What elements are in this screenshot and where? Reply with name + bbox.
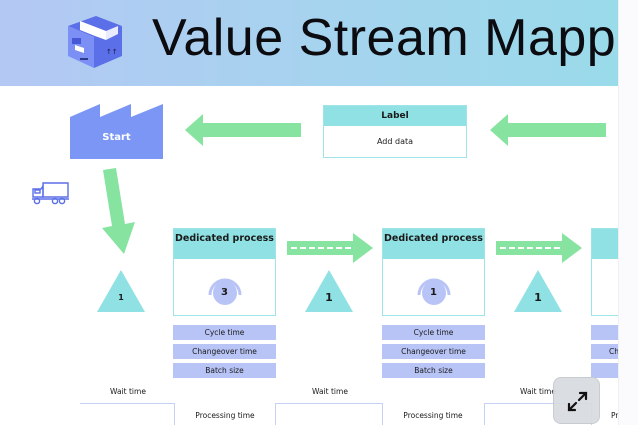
metric-changeover-time[interactable]: Changeover time [382,344,485,359]
info-flow-arrow-left [185,114,301,146]
factory-icon [70,104,163,159]
operator-indicator: 1 [416,273,452,309]
wait-time-label: Wait time [520,387,556,396]
processing-time-label: Processing time [195,411,255,420]
metric-cycle-time[interactable]: Cycle time [173,325,276,340]
label-box-body: Add data [376,137,414,146]
svg-text:↑↑: ↑↑ [106,48,118,56]
processing-time-label: Processing time [403,411,463,420]
label-box[interactable]: Label Add data [323,105,467,158]
package-box-icon: ↑↑ [68,16,122,68]
operator-indicator: 3 [207,273,243,309]
timeline-step [174,403,175,425]
wait-time-label: Wait time [110,387,146,396]
push-arrow-right [287,233,373,263]
page-title: Value Stream Mapp [152,9,617,67]
metric-cycle-time[interactable]: Cycle time [382,325,485,340]
canvas: ↑↑ Value Stream Mapp Start Label Add dat… [0,0,618,425]
truck-icon [32,182,69,205]
start-label: Start [102,132,131,143]
metric-cycle-time[interactable] [591,325,618,340]
info-flow-arrow-left [490,114,606,146]
process-title: Dedicated process [383,229,484,259]
metric-changeover-time[interactable]: Changeover time [173,344,276,359]
inventory-value: 1 [325,291,333,304]
inventory-triangle [305,270,353,312]
inventory-value: 1 [118,293,124,302]
expand-arrows-icon [567,391,588,412]
operator-count: 3 [212,281,237,305]
processing-time-label: Pr [611,411,618,420]
metric-batch-size[interactable]: Batch size [382,363,485,378]
timeline-step [484,403,485,425]
push-arrow-right [496,233,582,263]
timeline-wait-segment [80,403,175,404]
metric-batch-size[interactable] [591,363,618,378]
timeline-step [275,403,276,425]
wait-time-label: Wait time [312,387,348,396]
process-title: Dedicated process [174,229,275,259]
process-box[interactable]: Dedicated process 3 [173,228,276,316]
inventory-value: 1 [534,291,542,304]
process-box[interactable] [591,228,618,316]
label-box-title: Label [324,106,466,126]
push-arrow-down [102,168,135,254]
expand-button[interactable] [553,377,600,424]
operator-count: 1 [421,281,446,305]
inventory-triangle [514,270,562,312]
scroll-gutter [618,0,638,425]
process-title [592,229,618,259]
metric-batch-size[interactable]: Batch size [173,363,276,378]
timeline-wait-segment [484,403,592,404]
operator-arc-icon [208,278,241,296]
operator-arc-icon [417,278,450,296]
metric-changeover-time[interactable]: Ch [591,344,618,359]
process-box[interactable]: Dedicated process 1 [382,228,485,316]
header-banner: ↑↑ Value Stream Mapp [0,0,618,86]
inventory-triangle [97,270,145,312]
timeline-wait-segment [275,403,383,404]
timeline-step [382,403,383,425]
